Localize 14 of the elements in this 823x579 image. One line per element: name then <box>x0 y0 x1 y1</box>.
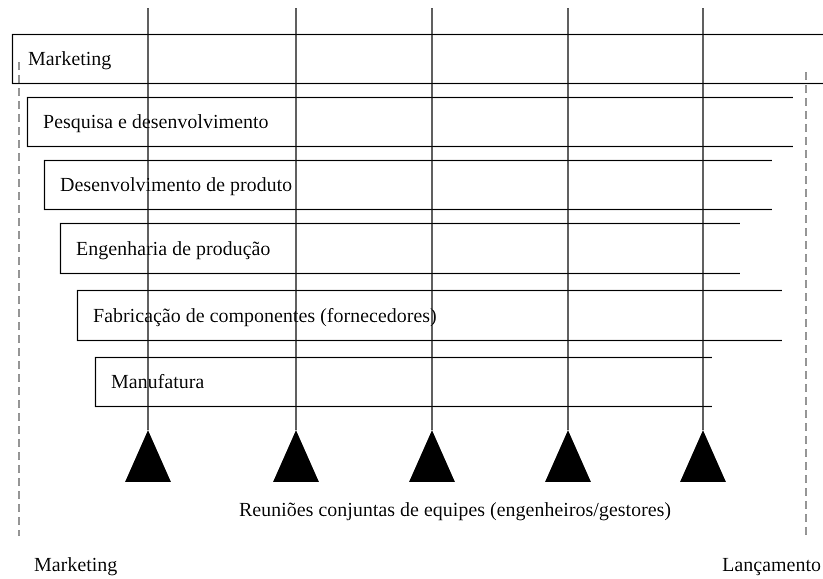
meetings-caption: Reuniões conjuntas de equipes (engenheiros/gestores) <box>238 498 672 522</box>
connector-line <box>567 8 569 430</box>
milestone-triangle <box>125 430 171 482</box>
timeline-end-label: Lançamento <box>722 553 821 577</box>
connector-line <box>147 8 149 430</box>
timeline-end-label: Marketing <box>34 553 118 577</box>
connector-line <box>431 8 433 430</box>
milestone-triangle <box>409 430 455 482</box>
phase-label: Marketing <box>28 47 112 71</box>
connector-line <box>702 8 704 430</box>
milestone-triangle <box>545 430 591 482</box>
milestone-triangle <box>680 430 726 482</box>
connector-line <box>295 8 297 430</box>
milestone-triangle <box>273 430 319 482</box>
